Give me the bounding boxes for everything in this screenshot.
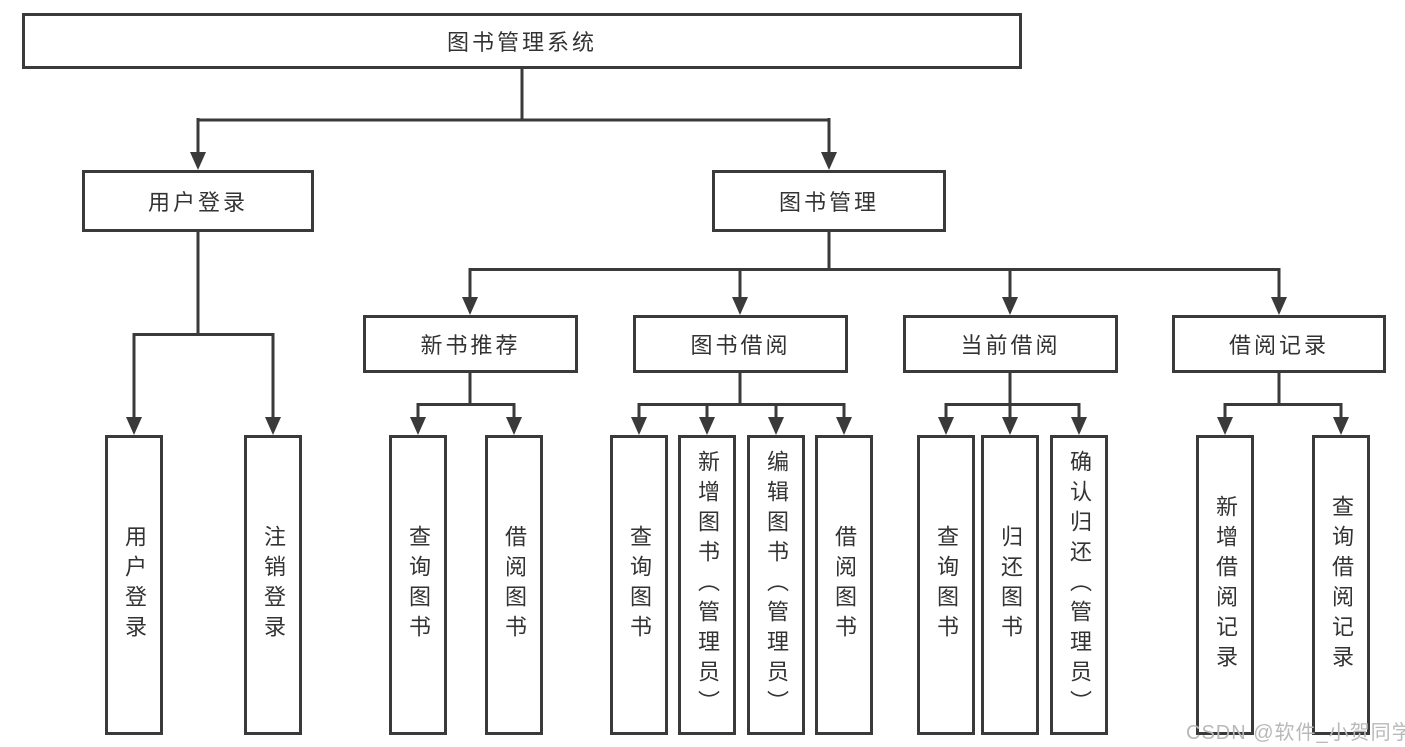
leaf-query-books: 查询图书	[389, 435, 447, 735]
leaf-user-login: 用户登录	[105, 435, 163, 735]
leaf-query-books-2: 查询图书	[610, 435, 668, 735]
leaf-add-borrow-record: 新增借阅记录	[1196, 435, 1254, 735]
node-book-management: 图书管理	[712, 170, 946, 232]
leaf-query-borrow-record: 查询借阅记录	[1312, 435, 1370, 735]
leaf-logout: 注销登录	[244, 435, 302, 735]
leaf-return-book: 归还图书	[981, 435, 1039, 735]
leaf-borrow-books-2: 借阅图书	[815, 435, 873, 735]
leaf-confirm-return-admin: 确认归还（管理员）	[1050, 435, 1108, 735]
leaf-edit-book-admin: 编辑图书（管理员）	[747, 435, 805, 735]
leaf-add-book-admin: 新增图书（管理员）	[678, 435, 736, 735]
node-current-borrow: 当前借阅	[903, 315, 1118, 373]
leaf-query-books-3: 查询图书	[917, 435, 975, 735]
node-borrow-records: 借阅记录	[1172, 315, 1386, 373]
node-root: 图书管理系统	[22, 13, 1022, 69]
node-user-login: 用户登录	[82, 170, 314, 232]
leaf-borrow-books: 借阅图书	[485, 435, 543, 735]
node-new-book-recommend: 新书推荐	[363, 315, 578, 373]
watermark: CSDN @软件_小贺同学	[1186, 722, 1405, 744]
node-book-borrow: 图书借阅	[633, 315, 848, 373]
